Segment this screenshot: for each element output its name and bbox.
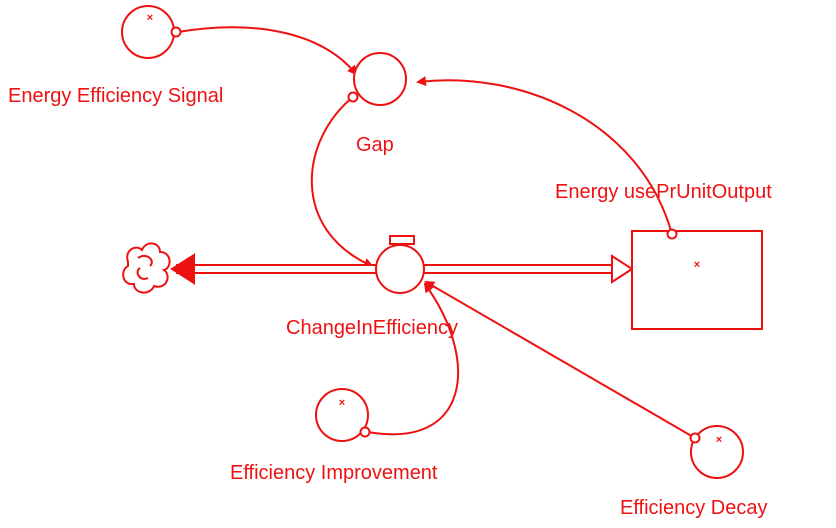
flow-valve[interactable]: [375, 235, 425, 294]
cloud-icon: [122, 242, 171, 294]
stock-label: Energy usePrUnitOutput: [555, 181, 772, 203]
svg-text:×: ×: [339, 397, 345, 409]
connector-stock-to-gap[interactable]: [416, 76, 673, 235]
converter-decay[interactable]: ×: [690, 425, 744, 479]
connector-improvement-to-flow[interactable]: [367, 282, 459, 436]
connector-gap-to-flow[interactable]: [310, 96, 374, 268]
flow-label: ChangeInEfficiency: [286, 317, 458, 339]
connector-decay-to-flow[interactable]: [424, 280, 696, 439]
stock-energy-use[interactable]: ×: [631, 230, 763, 330]
converter-improvement[interactable]: ×: [315, 388, 369, 442]
svg-text:×: ×: [147, 12, 153, 24]
converter-gap[interactable]: [353, 52, 407, 106]
connector-handles: [170, 26, 701, 444]
svg-text:×: ×: [694, 259, 700, 271]
connector-signal-to-gap[interactable]: [177, 26, 358, 76]
signal-label: Energy Efficiency Signal: [8, 85, 224, 107]
svg-text:×: ×: [716, 434, 722, 446]
decay-label: Efficiency Decay: [620, 497, 768, 519]
converter-signal[interactable]: ×: [121, 5, 175, 59]
gap-label: Gap: [356, 134, 394, 156]
improvement-label: Efficiency Improvement: [230, 462, 438, 484]
